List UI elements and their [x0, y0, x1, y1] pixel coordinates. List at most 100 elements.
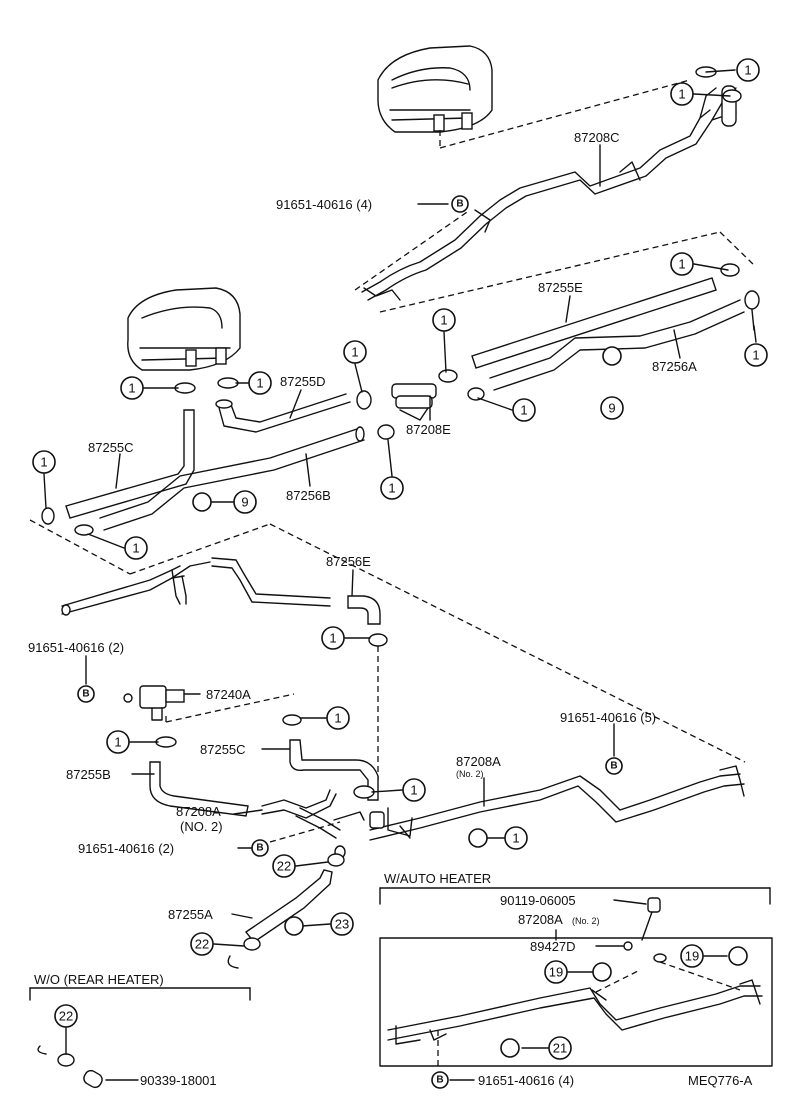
hose-87256e	[347, 595, 381, 625]
hose-87255a	[244, 853, 345, 943]
callout-1: 1	[504, 826, 528, 850]
callout-22: 22	[272, 854, 296, 878]
svg-text:1: 1	[678, 257, 685, 272]
svg-text:19: 19	[685, 949, 699, 964]
dash-line	[439, 79, 691, 149]
callout-b: B	[431, 1071, 449, 1089]
dash-line	[659, 961, 741, 991]
callout-1: 1	[124, 536, 148, 560]
svg-text:B: B	[610, 761, 617, 772]
svg-text:22: 22	[59, 1009, 73, 1024]
hose-87255c-mid	[282, 714, 379, 801]
callout-b: B	[251, 839, 269, 857]
callout-19: 19	[680, 944, 704, 968]
valve-87240a	[123, 685, 185, 721]
svg-text:1: 1	[678, 87, 685, 102]
clamp	[368, 633, 388, 647]
callout-1: 1	[248, 371, 272, 395]
svg-text:1: 1	[744, 63, 751, 78]
pipe-87208a-main	[369, 765, 745, 841]
pipe-87208e	[391, 369, 485, 421]
callout-b: B	[77, 685, 95, 703]
label-87208a-auto: 87208A	[518, 912, 563, 927]
fitting-90119	[641, 897, 661, 941]
svg-text:1: 1	[329, 631, 336, 646]
svg-text:B: B	[456, 199, 463, 210]
svg-text:1: 1	[256, 376, 263, 391]
callout-1: 1	[512, 398, 536, 422]
callout-21: 21	[548, 1036, 572, 1060]
svg-text:1: 1	[132, 541, 139, 556]
label-bolt-mid5: 91651-40616 (5)	[560, 710, 656, 725]
auto-heater-title: W/AUTO HEATER	[384, 871, 491, 886]
label-87255c-mid: 87255C	[200, 742, 246, 757]
callout-1: 1	[744, 343, 768, 367]
svg-text:23: 23	[335, 917, 349, 932]
svg-text:1: 1	[351, 345, 358, 360]
rear-heater-unit-top	[377, 45, 493, 133]
label-87255a: 87255A	[168, 907, 213, 922]
fitting-89427d	[623, 941, 633, 951]
rear-heater-title: W/O (REAR HEATER)	[34, 972, 164, 987]
label-87208e: 87208E	[406, 422, 451, 437]
pipe-87208a-auto	[387, 979, 763, 1045]
label-87255e: 87255E	[538, 280, 583, 295]
callout-1: 1	[106, 730, 130, 754]
hose-87255b	[149, 761, 249, 817]
svg-text:22: 22	[277, 859, 291, 874]
svg-text:1: 1	[388, 481, 395, 496]
hose-87255c	[65, 409, 195, 519]
hose-87256b	[99, 426, 365, 531]
callout-b: B	[605, 757, 623, 775]
svg-text:1: 1	[334, 711, 341, 726]
label-90339: 90339-18001	[140, 1073, 217, 1088]
svg-text:1: 1	[128, 381, 135, 396]
clamp	[155, 736, 177, 748]
svg-text:21: 21	[553, 1041, 567, 1056]
callout-1: 1	[670, 82, 694, 106]
label-87208a-auto-sub: (No. 2)	[572, 916, 600, 926]
callout-1: 1	[736, 58, 760, 82]
callout-1: 1	[343, 340, 367, 364]
label-87255d: 87255D	[280, 374, 326, 389]
clamp	[227, 937, 261, 969]
svg-text:1: 1	[114, 735, 121, 750]
callout-1: 1	[670, 252, 694, 276]
label-87255c-top: 87255C	[88, 440, 134, 455]
label-87208a-mid-sub: (NO. 2)	[180, 819, 223, 834]
clamp	[41, 377, 395, 536]
pipe-rear-section	[61, 557, 331, 616]
svg-text:22: 22	[195, 937, 209, 952]
dash-line	[269, 821, 341, 843]
label-bolt-low2: 91651-40616 (2)	[78, 841, 174, 856]
label-87208c: 87208C	[574, 130, 620, 145]
label-90119: 90119-06005	[500, 893, 576, 908]
svg-text:1: 1	[520, 403, 527, 418]
hose-87255d	[215, 393, 351, 433]
label-87255b: 87255B	[66, 767, 111, 782]
dash-line	[165, 693, 295, 723]
svg-text:B: B	[256, 843, 263, 854]
svg-text:1: 1	[410, 783, 417, 798]
dash-line	[379, 231, 721, 313]
leader-lines	[43, 69, 757, 1081]
callout-9: 9	[600, 396, 624, 420]
label-bolt-auto: 91651-40616 (4)	[478, 1073, 574, 1088]
callout-22: 22	[190, 932, 214, 956]
callout-1: 1	[321, 626, 345, 650]
svg-text:1: 1	[440, 313, 447, 328]
bolt-b-callouts: B B B B B	[77, 195, 623, 1089]
svg-text:9: 9	[241, 495, 248, 510]
clamp	[353, 785, 375, 799]
label-87208a-top: 87208A	[456, 754, 501, 769]
svg-text:B: B	[82, 689, 89, 700]
ref-callouts-other: 9 9 22 22 22 23 19 19 21	[54, 396, 704, 1060]
label-87208a-top-sub: (No. 2)	[456, 769, 484, 779]
dash-line	[129, 523, 271, 575]
callout-22: 22	[54, 1004, 78, 1028]
dash-line	[269, 523, 746, 763]
label-87240a: 87240A	[206, 687, 251, 702]
label-bolt-mid2: 91651-40616 (2)	[28, 640, 124, 655]
svg-text:B: B	[436, 1075, 443, 1086]
